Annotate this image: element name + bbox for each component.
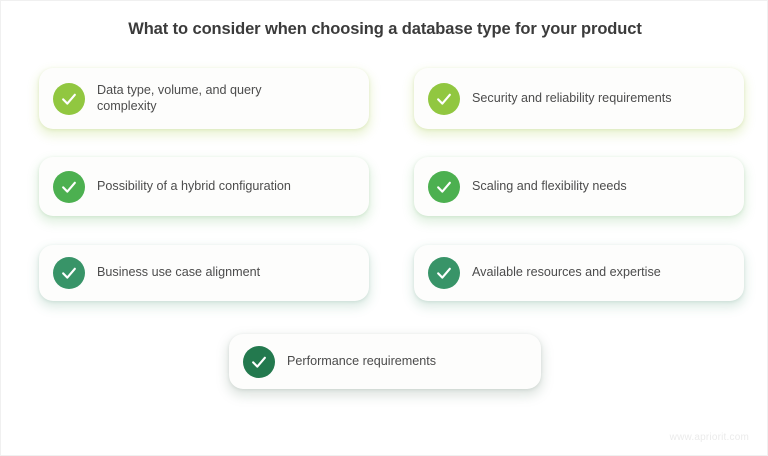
card-security-reliability-requirements: Security and reliability requirements bbox=[414, 68, 744, 129]
check-circle-icon bbox=[53, 82, 85, 115]
check-circle-icon bbox=[428, 82, 460, 115]
check-circle-icon bbox=[53, 257, 85, 289]
card-available-resources-expertise: Available resources and expertise bbox=[414, 245, 744, 301]
card-label: Possibility of a hybrid configuration bbox=[97, 178, 291, 193]
watermark: www.apriorit.com bbox=[669, 432, 749, 443]
check-circle-icon bbox=[428, 257, 460, 289]
card-label: Performance requirements bbox=[287, 353, 437, 368]
page-title: What to consider when choosing a databas… bbox=[128, 20, 642, 38]
card-data-type-volume-query-complexity: Data type, volume, and query complexity bbox=[39, 68, 369, 129]
check-circle-icon bbox=[243, 345, 275, 378]
card-label: Available resources and expertise bbox=[472, 265, 661, 280]
check-circle-icon bbox=[428, 170, 460, 203]
check-circle-icon bbox=[53, 170, 85, 203]
card-label: Data type, volume, and query complexity bbox=[97, 83, 262, 113]
card-possibility-hybrid-configuration: Possibility of a hybrid configuration bbox=[39, 157, 369, 216]
card-performance-requirements: Performance requirements bbox=[229, 334, 541, 389]
card-business-use-case-alignment: Business use case alignment bbox=[39, 245, 369, 301]
card-label: Scaling and flexibility needs bbox=[472, 178, 627, 193]
card-scaling-flexibility-needs: Scaling and flexibility needs bbox=[414, 157, 744, 216]
card-label: Security and reliability requirements bbox=[472, 90, 672, 105]
card-label: Business use case alignment bbox=[97, 265, 261, 280]
